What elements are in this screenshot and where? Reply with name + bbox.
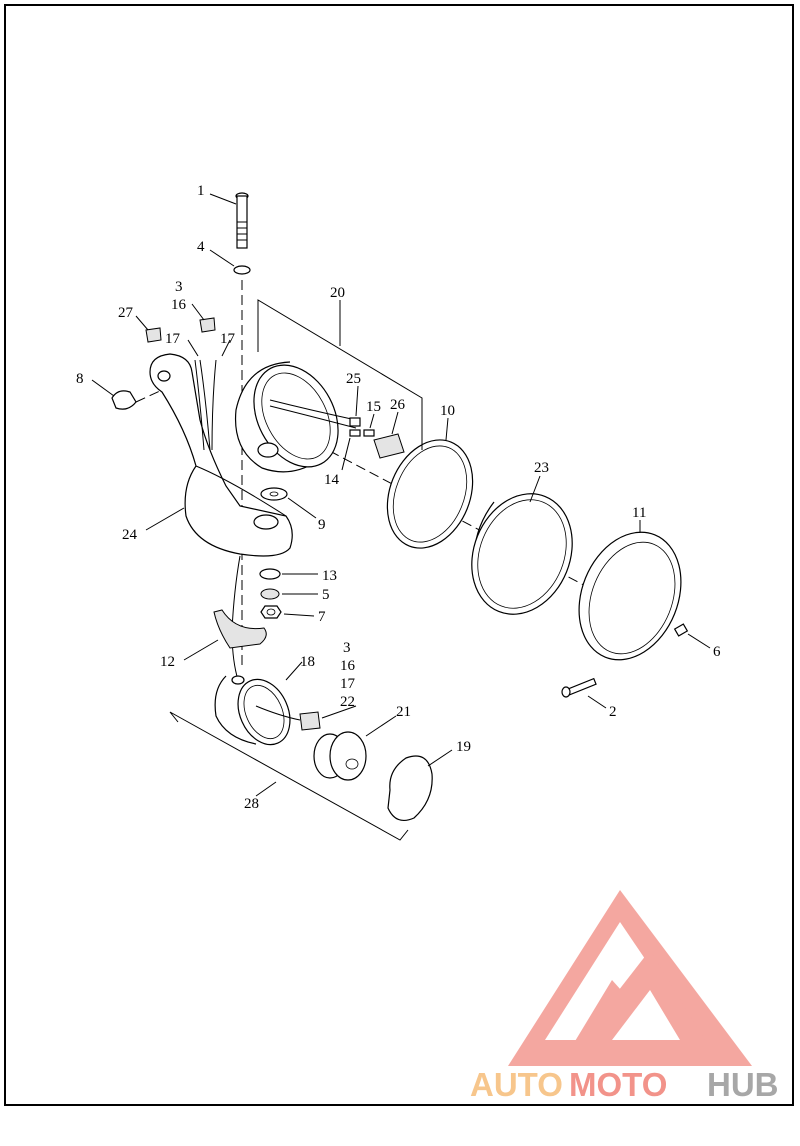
callout-18: 18 bbox=[300, 654, 315, 670]
screw-2 bbox=[561, 677, 597, 698]
acorn-nut-8 bbox=[111, 390, 137, 410]
callout-27: 27 bbox=[118, 305, 134, 321]
terminal-25 bbox=[349, 417, 361, 427]
callout-16-top: 16 bbox=[171, 297, 187, 313]
connector-26 bbox=[373, 433, 405, 459]
turn-signal-housing-18 bbox=[214, 675, 291, 746]
acorn-axis-line bbox=[135, 389, 163, 403]
leader-lines bbox=[91, 193, 711, 797]
terminal-14 bbox=[349, 429, 361, 437]
watermark-word-auto: AUTO bbox=[470, 1066, 563, 1103]
wire-17a bbox=[194, 359, 205, 451]
callout-6: 6 bbox=[713, 644, 721, 660]
callout-10: 10 bbox=[440, 403, 455, 419]
callout-26: 26 bbox=[390, 397, 406, 413]
bracket-24 bbox=[149, 353, 293, 557]
callout-3-mid: 3 bbox=[343, 640, 351, 656]
turn-signal-wire bbox=[231, 555, 241, 681]
lens-19 bbox=[387, 755, 433, 821]
callout-5: 5 bbox=[322, 587, 330, 603]
trim-ring-11 bbox=[578, 531, 682, 661]
watermark-word-moto: MOTO bbox=[569, 1066, 667, 1103]
connector-22 bbox=[255, 705, 321, 731]
callout-17-left: 17 bbox=[165, 331, 181, 347]
callout-24: 24 bbox=[122, 527, 138, 543]
nut-7 bbox=[260, 605, 282, 619]
connector-27 bbox=[145, 327, 162, 343]
terminal-15 bbox=[363, 429, 375, 437]
callout-23: 23 bbox=[534, 460, 549, 476]
watermark-logo bbox=[508, 890, 752, 1066]
callout-28: 28 bbox=[244, 796, 259, 812]
callout-22: 22 bbox=[340, 694, 355, 710]
callout-19: 19 bbox=[456, 739, 471, 755]
headlamp-unit-23 bbox=[471, 493, 573, 615]
callout-2: 2 bbox=[609, 704, 617, 720]
callout-13: 13 bbox=[322, 568, 337, 584]
callout-11: 11 bbox=[632, 505, 646, 521]
callout-3-top: 3 bbox=[175, 279, 183, 295]
callout-21: 21 bbox=[396, 704, 411, 720]
headlamp-housing-20 bbox=[234, 361, 357, 473]
bulb-socket-21 bbox=[313, 731, 367, 781]
callout-17-mid: 17 bbox=[340, 676, 356, 692]
callout-1: 1 bbox=[197, 183, 205, 199]
watermark-word-hub: HUB bbox=[707, 1066, 779, 1103]
callout-25: 25 bbox=[346, 371, 361, 387]
callout-14: 14 bbox=[324, 472, 340, 488]
washer-13 bbox=[259, 568, 281, 580]
wire-17c bbox=[211, 359, 217, 451]
group-bracket-28 bbox=[169, 711, 409, 841]
callout-7: 7 bbox=[318, 609, 326, 625]
washer-4 bbox=[233, 265, 251, 275]
callout-20: 20 bbox=[330, 285, 345, 301]
group-bracket-20 bbox=[257, 299, 423, 450]
bolt-1 bbox=[235, 192, 249, 249]
callout-9: 9 bbox=[318, 517, 326, 533]
lockwasher-5 bbox=[260, 588, 280, 600]
turn-signal-mount-12 bbox=[213, 609, 267, 649]
callout-4: 4 bbox=[197, 239, 205, 255]
screw-6 bbox=[673, 623, 689, 637]
connector-16 bbox=[199, 317, 216, 333]
callout-17-right: 17 bbox=[220, 331, 236, 347]
callout-12: 12 bbox=[160, 654, 175, 670]
wire-17b bbox=[199, 359, 211, 451]
callout-16-mid: 16 bbox=[340, 658, 356, 674]
callout-15: 15 bbox=[366, 399, 381, 415]
callout-8: 8 bbox=[76, 371, 84, 387]
retaining-ring-10 bbox=[386, 439, 474, 549]
